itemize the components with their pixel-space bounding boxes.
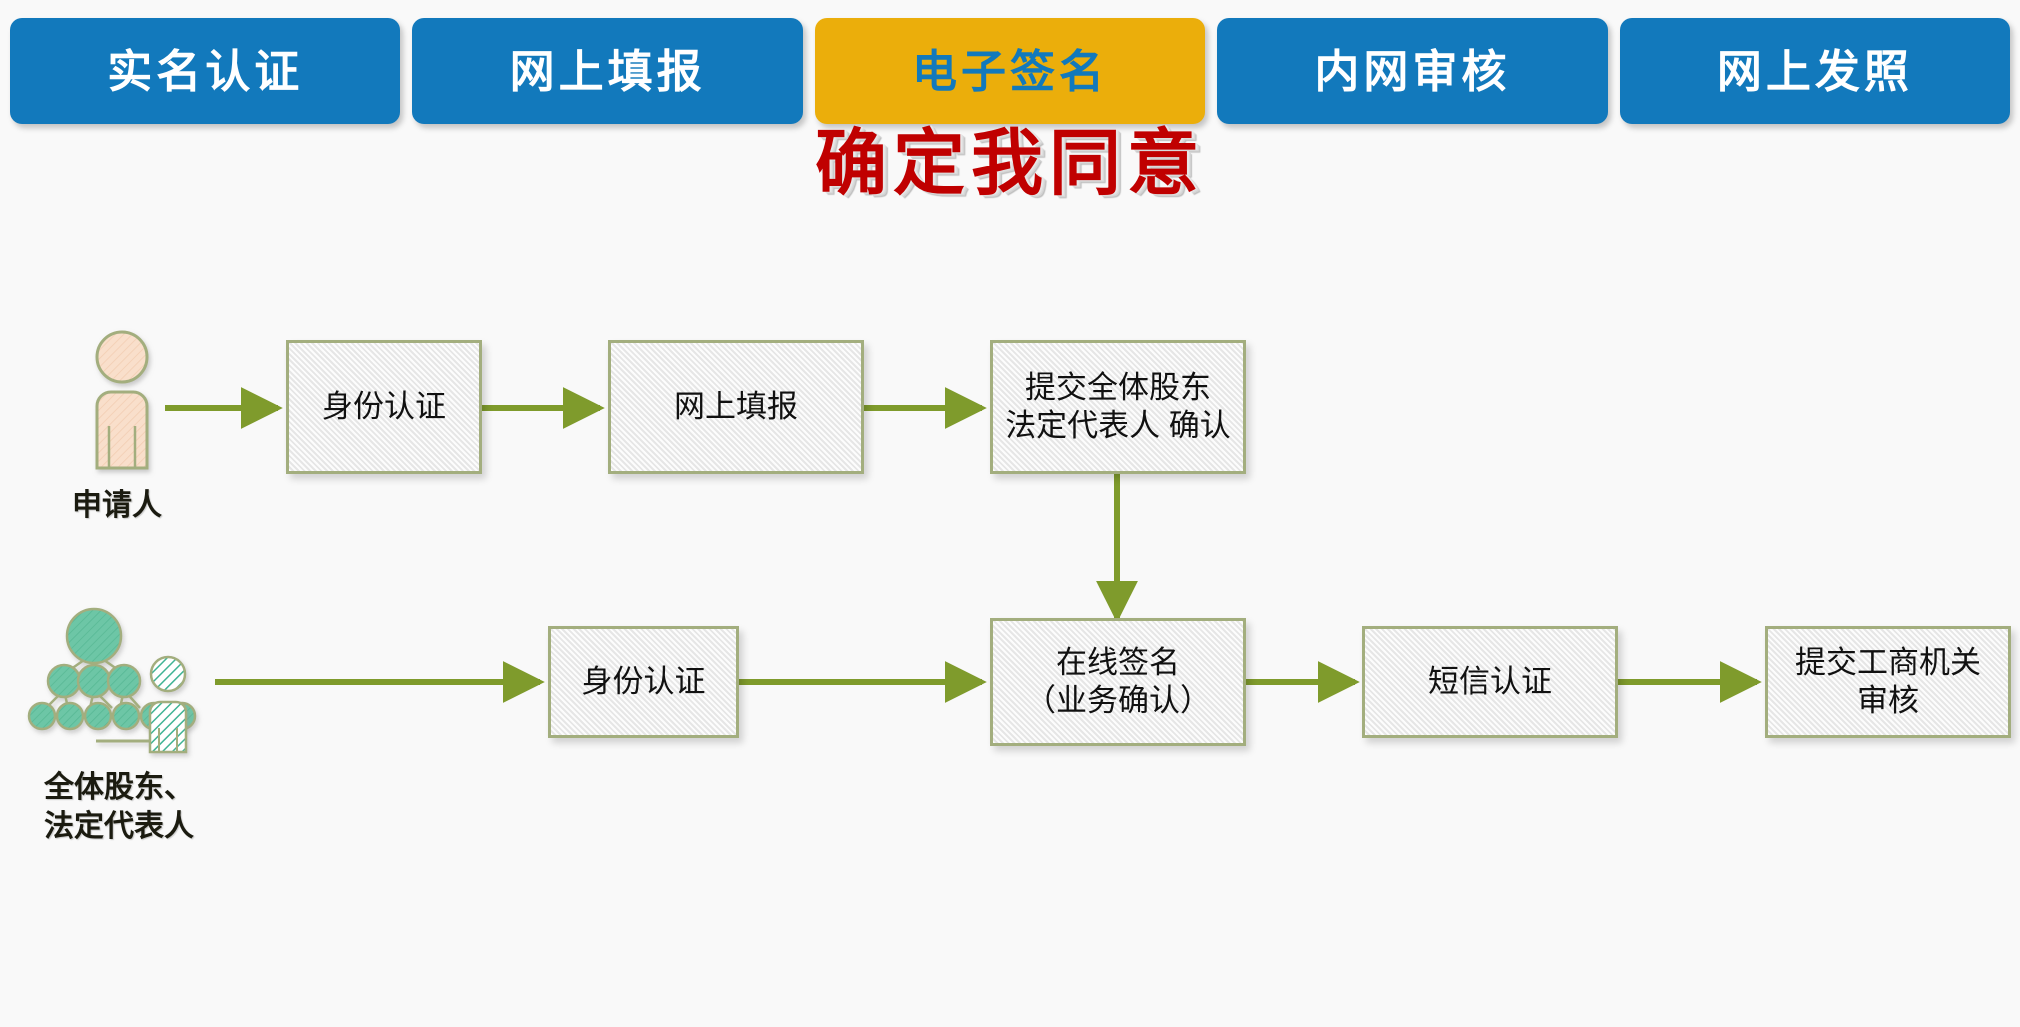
tab-label: 实名认证 (107, 45, 304, 97)
node-row2-sms-verification[interactable]: 短信认证 (1362, 626, 1618, 738)
tab-label: 内网审核 (1314, 45, 1511, 97)
node-row1-submit-shareholder-confirm[interactable]: 提交全体股东 法定代表人 确认 (990, 340, 1246, 474)
tab-label: 网上发照 (1716, 45, 1913, 97)
node-row2-online-signature[interactable]: 在线签名 （业务确认） (990, 618, 1246, 746)
process-step-tabbar: 实名认证 网上填报 电子签名 内网审核 网上发照 (0, 18, 2020, 124)
page-title: 确定我同意 (814, 124, 1205, 204)
tab-wangshang-tianbao[interactable]: 网上填报 (412, 18, 803, 124)
actor-label-shareholders: 全体股东、 法定代表人 (44, 771, 194, 843)
tab-neiwang-shenhe[interactable]: 内网审核 (1217, 18, 1608, 124)
node-row2-submit-to-authority[interactable]: 提交工商机关 审核 (1765, 626, 2011, 738)
actor-label-applicant: 申请人 (72, 489, 162, 522)
node-row1-online-form[interactable]: 网上填报 (608, 340, 864, 474)
node-row1-identity-verification[interactable]: 身份认证 (286, 340, 482, 474)
node-row2-identity-verification[interactable]: 身份认证 (548, 626, 739, 738)
tab-dianzi-qianming[interactable]: 电子签名 (814, 18, 1206, 124)
tab-wangshang-fazhao[interactable]: 网上发照 (1619, 18, 2011, 124)
tab-label: 电子签名 (912, 45, 1109, 97)
person-icon (95, 330, 149, 470)
shareholders-icon-wrap (27, 598, 228, 754)
applicant-icon-wrap (85, 330, 195, 470)
tab-shiming-renzheng[interactable]: 实名认证 (10, 18, 401, 124)
tab-label: 网上填报 (509, 45, 706, 97)
org-hierarchy-and-person-icon (27, 607, 197, 754)
